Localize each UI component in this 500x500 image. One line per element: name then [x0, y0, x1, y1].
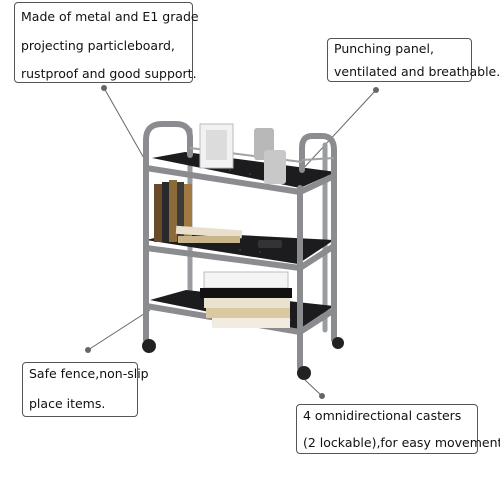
caster-front-left	[142, 339, 156, 353]
casters	[142, 337, 344, 380]
caster-rear-right	[332, 337, 344, 349]
remote	[258, 240, 282, 248]
callout-material: Made of metal and E1 grade projecting pa…	[14, 2, 199, 83]
leader-line-casters	[304, 379, 323, 397]
leader-lines	[85, 85, 379, 399]
books-middle	[154, 180, 282, 248]
callout-casters-line-1: 4 omnidirectional casters	[303, 408, 462, 423]
books-bottom	[200, 271, 292, 328]
callout-fence: Safe fence,non-slip place items.	[22, 362, 149, 417]
callout-panel: Punching panel, ventilated and breathabl…	[327, 38, 500, 82]
callout-material-line-3: rustproof and good support.	[21, 66, 197, 81]
top-shelf	[152, 152, 336, 188]
callout-fence-line-1: Safe fence,non-slip	[29, 366, 149, 381]
leader-line-material	[103, 87, 146, 161]
callout-fence-line-2: place items.	[29, 396, 106, 411]
callout-casters-line-2: (2 lockable),for easy movement.	[303, 435, 500, 450]
callout-panel-line-1: Punching panel,	[334, 41, 434, 56]
callout-material-line-2: projecting particleboard,	[21, 38, 175, 53]
candle-2	[264, 150, 286, 184]
callout-casters: 4 omnidirectional casters (2 lockable),f…	[296, 404, 500, 454]
leader-line-fence	[87, 309, 151, 351]
callout-panel-line-2: ventilated and breathable.	[334, 64, 500, 79]
caster-front-right	[297, 366, 311, 380]
callout-material-line-1: Made of metal and E1 grade	[21, 9, 199, 24]
front-frame	[143, 121, 337, 371]
top-decor	[199, 123, 286, 184]
